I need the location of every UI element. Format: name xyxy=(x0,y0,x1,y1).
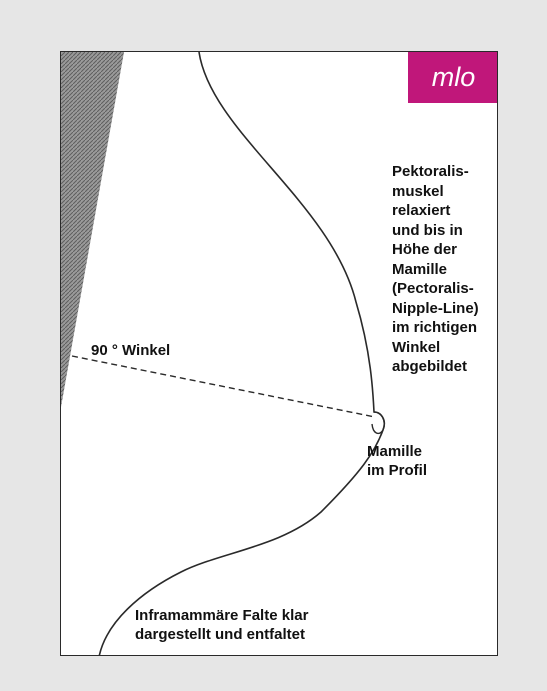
diagram-panel: mlo Pektoralis- muskel relaxiert und bis… xyxy=(60,51,498,656)
pectoralis-nipple-line xyxy=(72,356,375,417)
nipple-note: Mamille im Profil xyxy=(367,442,427,480)
angle-label: 90 ° Winkel xyxy=(91,341,170,361)
pectoralis-note: Pektoralis- muskel relaxiert und bis in … xyxy=(392,162,479,377)
nipple-outline xyxy=(372,412,384,433)
projection-badge: mlo xyxy=(408,52,498,103)
inframammary-fold-note: Inframammäre Falte klar dargestellt und … xyxy=(135,606,308,644)
